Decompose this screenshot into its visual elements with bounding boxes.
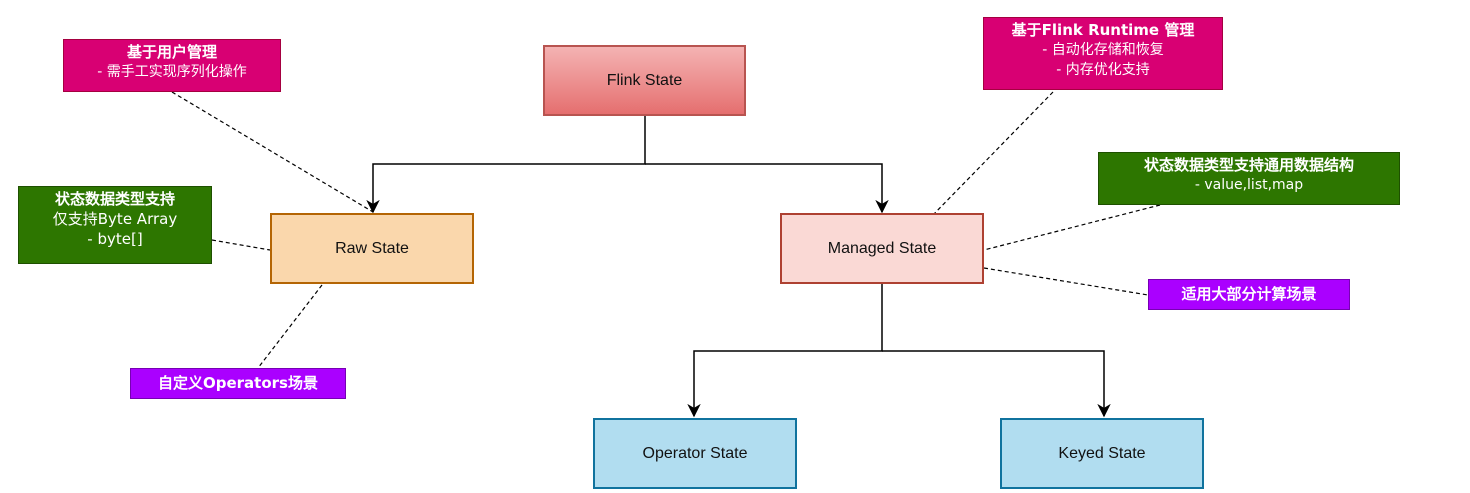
keyed-state-label: Keyed State — [1058, 444, 1146, 462]
note-user-managed-title: 基于用户管理 — [126, 43, 217, 61]
note-user-managed: 基于用户管理 - 需手工实现序列化操作 — [63, 39, 281, 92]
note-managed-scene: 适用大部分计算场景 — [1148, 279, 1350, 310]
edge-flink-raw — [366, 115, 646, 214]
flink-state-label: Flink State — [606, 71, 683, 89]
note-managed-types: 状态数据类型支持通用数据结构 - value,list,map — [1098, 152, 1400, 205]
note-raw-types-line1: 仅支持Byte Array — [52, 210, 178, 228]
dash-rawtypes-raw — [211, 239, 271, 251]
note-runtime-managed: 基于Flink Runtime 管理 - 自动化存储和恢复 - 内存优化支持 — [983, 17, 1223, 90]
note-runtime-line2: - 内存优化支持 — [1056, 62, 1150, 78]
note-raw-types-title: 状态数据类型支持 — [54, 190, 175, 208]
raw-state-label: Raw State — [335, 239, 409, 257]
dash-managedtypes-managed — [983, 204, 1161, 251]
note-runtime-title: 基于Flink Runtime 管理 — [1011, 21, 1195, 39]
note-managed-types-line1: - value,list,map — [1194, 177, 1304, 193]
dash-managed-scene — [983, 267, 1149, 296]
edge-flink-managed — [645, 163, 889, 214]
dash-raw-scene — [257, 284, 323, 369]
note-raw-scene: 自定义Operators场景 — [130, 368, 346, 399]
note-raw-scene-title: 自定义Operators场景 — [158, 374, 318, 392]
note-runtime-line1: - 自动化存储和恢复 — [1042, 42, 1164, 58]
note-raw-types-line2: - byte[] — [87, 230, 143, 248]
dash-runtime-managed — [931, 91, 1054, 217]
operator-state-label: Operator State — [642, 444, 748, 462]
managed-state-node[interactable]: Managed State — [780, 213, 984, 284]
keyed-state-node[interactable]: Keyed State — [1000, 418, 1204, 489]
note-managed-scene-title: 适用大部分计算场景 — [1181, 285, 1317, 303]
edge-managed-keyed — [882, 350, 1111, 418]
managed-state-label: Managed State — [827, 239, 937, 257]
edge-managed-operator — [687, 284, 883, 418]
raw-state-node[interactable]: Raw State — [270, 213, 474, 284]
operator-state-node[interactable]: Operator State — [593, 418, 797, 489]
note-raw-types: 状态数据类型支持 仅支持Byte Array - byte[] — [18, 186, 212, 264]
note-user-managed-line1: - 需手工实现序列化操作 — [97, 64, 247, 80]
note-managed-types-title: 状态数据类型支持通用数据结构 — [1143, 156, 1354, 174]
flink-state-node[interactable]: Flink State — [543, 45, 746, 116]
